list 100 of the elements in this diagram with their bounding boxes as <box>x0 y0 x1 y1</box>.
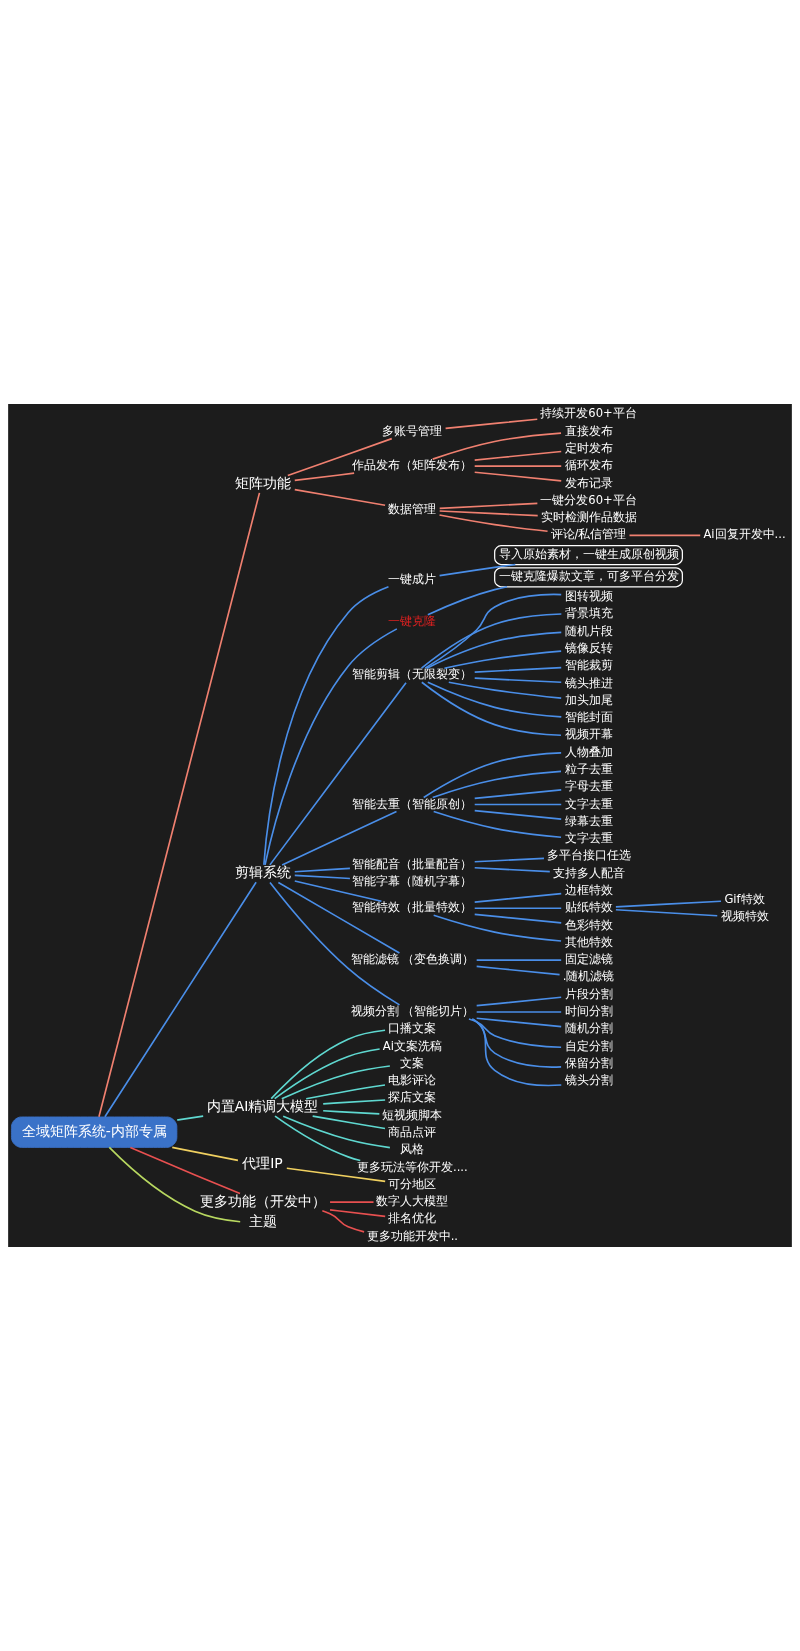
connector <box>473 677 563 684</box>
connector <box>468 1018 562 1049</box>
node-text: 评论/私信管理 <box>550 527 627 542</box>
connector <box>274 1115 362 1162</box>
connector <box>293 472 355 482</box>
connector <box>471 1018 563 1087</box>
node-text: 电影评论 <box>388 1073 437 1088</box>
connector <box>329 1201 375 1203</box>
node-text: 直接发布 <box>564 423 613 438</box>
node-text: 片段分割 <box>564 986 613 1001</box>
node-text: 持续开发60+平台 <box>540 406 637 421</box>
connector <box>473 892 563 903</box>
node-text: 循环发布 <box>564 458 613 473</box>
node-text: 口播文案 <box>388 1021 437 1036</box>
node-text: 智能去重（智能原创） <box>352 796 473 811</box>
connector <box>293 488 386 507</box>
node-text: 绿幕去重 <box>564 813 613 828</box>
connector <box>277 881 401 954</box>
node-text: 矩阵功能 <box>234 474 291 491</box>
connector <box>444 418 539 430</box>
node-box: 导入原始素材，一键生成原创视频 <box>494 545 683 566</box>
node-text: 多平台接口任选 <box>546 848 631 863</box>
node-text: 加头加尾 <box>564 692 613 707</box>
node-text: 粒子去重 <box>564 761 613 776</box>
node-text: 发布记录 <box>564 475 613 490</box>
node-text: 随机片段 <box>564 623 613 638</box>
connector <box>129 1146 241 1195</box>
connector <box>270 1029 386 1100</box>
node-text: 镜像反转 <box>564 640 613 655</box>
node-text: 内置AI精调大模型 <box>206 1097 319 1114</box>
node-text: 时间分割 <box>564 1004 613 1019</box>
connector <box>473 803 563 806</box>
connector <box>473 471 563 482</box>
node-text: 视频分割 （智能切片） <box>350 1004 475 1019</box>
node-text: 文字去重 <box>564 831 613 846</box>
node-text: 多账号管理 <box>382 423 443 438</box>
node-text: 代理IP <box>242 1155 283 1172</box>
node-box: 全域矩阵系统-内部专属 <box>11 1116 178 1148</box>
connector <box>475 1017 562 1028</box>
connector <box>273 1048 381 1100</box>
connector <box>282 1115 391 1149</box>
node-text: 图转视频 <box>564 589 613 604</box>
node-text: 剪辑系统 <box>234 864 291 881</box>
connector <box>286 1167 386 1183</box>
node-text: 更多玩法等你开发.... <box>357 1159 468 1174</box>
node-text: 数据管理 <box>388 501 437 516</box>
connector <box>329 1209 386 1218</box>
connector <box>431 770 562 799</box>
node-text: 文案 <box>400 1055 425 1070</box>
node-text: Ai回复开发中... <box>703 527 786 542</box>
node-text: 作品发布（矩阵发布） <box>352 458 473 473</box>
connector <box>471 1018 562 1068</box>
node-text: 智能配音（批量配音） <box>352 856 473 871</box>
connector <box>475 996 562 1007</box>
connector <box>438 502 539 510</box>
connector <box>473 866 551 873</box>
node-text: 文字去重 <box>564 796 613 811</box>
node-text: 智能剪辑（无限裂变） <box>352 667 473 682</box>
node-text: 贴纸特效 <box>564 900 613 915</box>
node-text: .随机滤镜 <box>562 969 615 984</box>
node-box: 一键克隆爆款文章，可多平台分发 <box>494 567 683 588</box>
connector <box>321 1209 365 1233</box>
connector <box>269 681 407 866</box>
node-text: 数字人大模型 <box>376 1194 449 1209</box>
connector <box>615 908 719 917</box>
connector <box>475 959 562 961</box>
connector <box>473 857 545 863</box>
node-text: 边框特效 <box>564 882 613 897</box>
connector <box>473 809 563 820</box>
node-text: 固定滤镜 <box>564 952 613 967</box>
connector <box>281 810 398 866</box>
node-text: 支持多人配音 <box>552 865 625 880</box>
node-text: 智能特效（批量特效） <box>352 900 473 915</box>
connector <box>447 681 562 699</box>
connector <box>473 913 563 924</box>
node-text: 视频开幕 <box>564 727 613 742</box>
connector <box>108 1146 241 1223</box>
connector <box>615 900 722 908</box>
node-text: 智能字幕（随机字幕） <box>352 873 473 888</box>
connector <box>269 881 401 1006</box>
connector <box>473 907 563 910</box>
node-text: 镜头分割 <box>564 1073 613 1088</box>
connector <box>421 681 562 737</box>
connector <box>424 593 563 669</box>
node-text: 字母去重 <box>564 779 613 794</box>
connector <box>311 1115 386 1130</box>
node-text: 一键成片 <box>388 571 437 586</box>
connector <box>473 465 563 467</box>
node-text: 智能封面 <box>564 710 613 725</box>
node-text: 色彩特效 <box>564 917 613 932</box>
node-text: 视频特效 <box>720 909 769 924</box>
node-text: Gif特效 <box>724 892 765 907</box>
connector <box>98 492 261 1118</box>
connector <box>473 666 563 673</box>
connector <box>420 613 563 669</box>
node-text: 其他特效 <box>564 934 613 949</box>
node-text: 自定分割 <box>564 1038 613 1053</box>
connector <box>431 432 562 460</box>
node-text: 人物叠加 <box>564 744 613 759</box>
node-text: 短视频脚本 <box>382 1107 443 1122</box>
